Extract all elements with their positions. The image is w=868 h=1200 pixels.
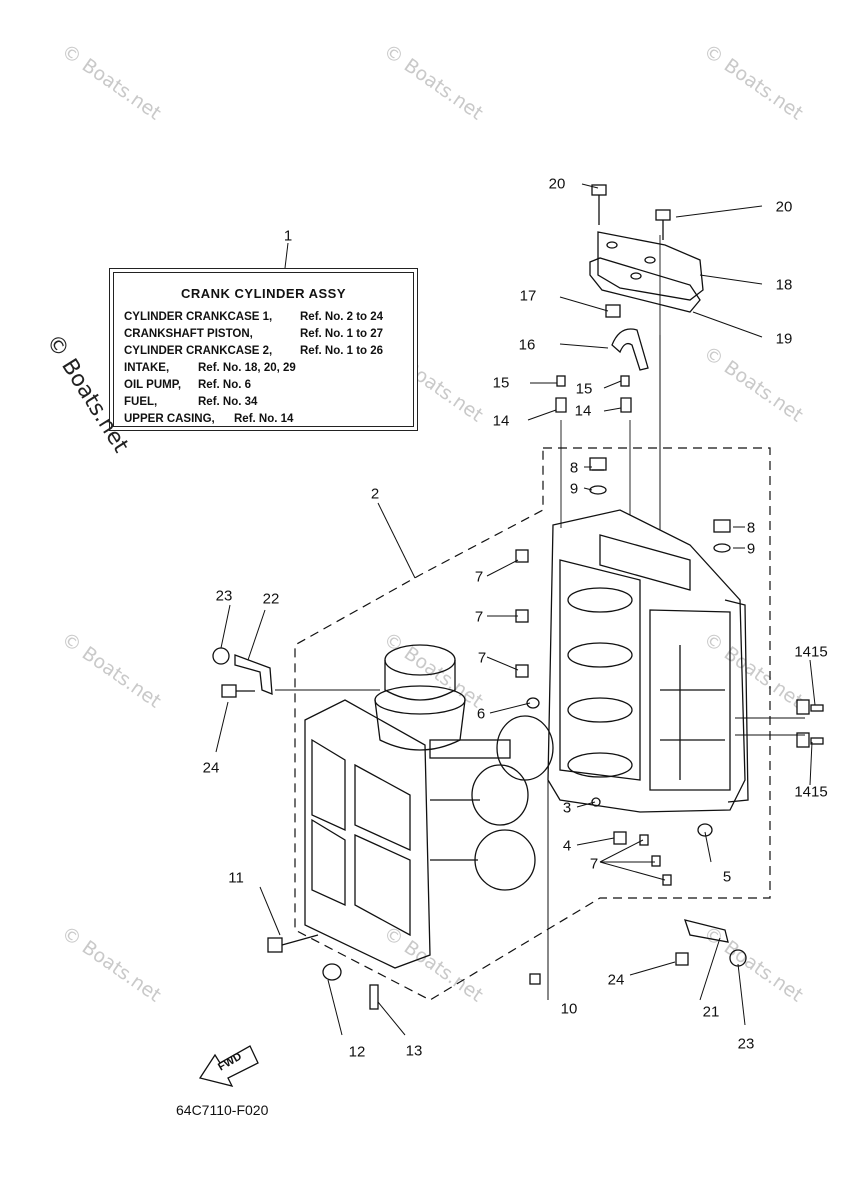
cylinder-block (304, 699, 431, 969)
callout-label: 9 (746, 540, 756, 558)
callout-label: 14 (492, 412, 510, 430)
callout-label: 1415 (794, 783, 828, 801)
callout-label: 22 (262, 590, 280, 608)
callout-label: 7 (589, 855, 599, 873)
callout-label: 24 (607, 971, 625, 989)
leader-lines (215, 183, 816, 1036)
callout-label: 8 (569, 459, 579, 477)
legend-row-ref: Ref. No. 1 to 27 (300, 328, 384, 340)
assembly-boundary-dashed (294, 447, 771, 1001)
callout-label: 15 (492, 374, 510, 392)
legend-row-ref: Ref. No. 18, 20, 29 (198, 362, 296, 374)
callout-label: 17 (519, 287, 537, 305)
callout-label: 5 (722, 868, 732, 886)
dowel-pins (555, 375, 632, 413)
callout-label: 15 (575, 380, 593, 398)
callout-label: 4 (562, 837, 572, 855)
callout-label: 23 (215, 587, 233, 605)
legend-row-name: CYLINDER CRANKCASE 2, (124, 345, 273, 357)
fittings-7 (515, 549, 672, 886)
callout-label: 19 (775, 330, 793, 348)
legend-row-ref: Ref. No. 6 (198, 379, 252, 391)
callout-label: 11 (228, 869, 244, 887)
callout-label: 20 (775, 198, 793, 216)
callout-label: 13 (405, 1042, 423, 1060)
callout-label: 18 (775, 276, 793, 294)
callout-label: 2 (370, 485, 380, 503)
legend-row-ref: Ref. No. 1 to 26 (300, 345, 384, 357)
crankcase-block (547, 509, 749, 813)
legend-row-name: UPPER CASING, (124, 413, 215, 425)
callout-label: 21 (702, 1003, 720, 1021)
bolt-20 (591, 184, 671, 240)
callout-label: 10 (560, 1000, 578, 1018)
callout-label: 9 (569, 480, 579, 498)
bolts-8-washers-9 (589, 457, 731, 553)
callout-label: 24 (202, 759, 220, 777)
callout-label: 12 (348, 1043, 366, 1061)
callout-label: 16 (518, 336, 536, 354)
callout-label: 1415 (794, 643, 828, 661)
misc-parts (212, 647, 824, 1010)
callout-label: 3 (562, 799, 572, 817)
legend-box: CRANK CYLINDER ASSY CYLINDER CRANKCASE 1… (109, 268, 418, 431)
callout-label: 23 (737, 1035, 755, 1053)
legend-row-name: CYLINDER CRANKCASE 1, (124, 311, 273, 323)
callout-label: 1 (283, 227, 293, 245)
legend-row-ref: Ref. No. 2 to 24 (300, 311, 384, 323)
fwd-arrow (198, 1045, 259, 1087)
clamp-16 (605, 304, 649, 371)
callout-label: 7 (474, 568, 484, 586)
callout-label: 14 (574, 402, 592, 420)
legend-row-ref: Ref. No. 34 (198, 396, 258, 408)
callout-label: 7 (474, 608, 484, 626)
callout-label: 6 (476, 705, 486, 723)
callout-label: 7 (477, 649, 487, 667)
crankshaft-pistons (374, 644, 554, 891)
legend-title: CRANK CYLINDER ASSY (180, 286, 347, 301)
legend-row-name: OIL PUMP, (124, 379, 182, 391)
legend-row-name: INTAKE, (124, 362, 170, 374)
alignment-guides (275, 235, 805, 736)
legend-row-name: CRANKSHAFT PISTON, (124, 328, 253, 340)
callout-label: 8 (746, 519, 756, 537)
diagram-code: 64C7110-F020 (176, 1102, 269, 1118)
legend-row-ref: Ref. No. 14 (234, 413, 294, 425)
callout-label: 20 (548, 175, 566, 193)
cover-plate (589, 231, 704, 313)
legend-row-name: FUEL, (124, 396, 158, 408)
